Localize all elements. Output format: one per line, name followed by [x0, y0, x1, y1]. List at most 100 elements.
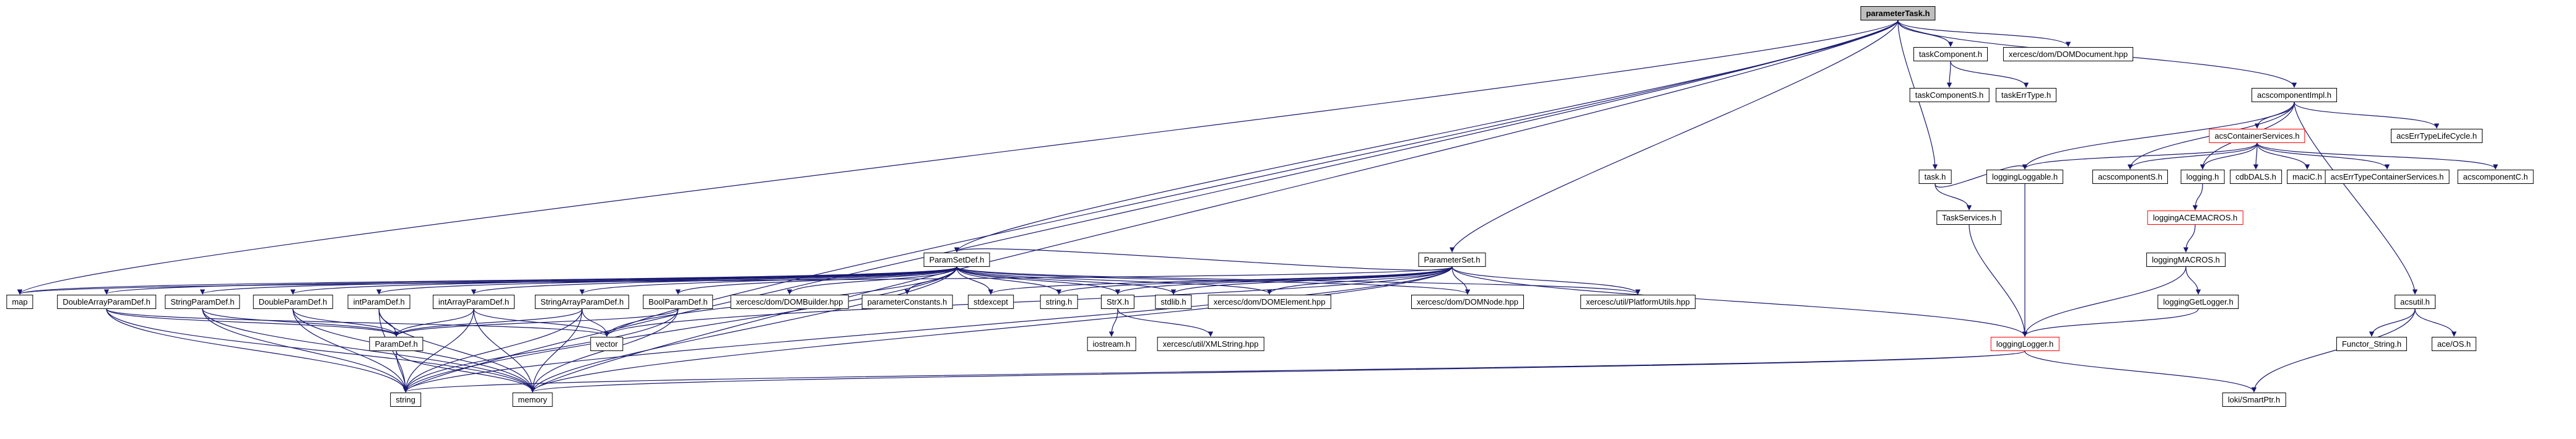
graph-node-intarrayparamdef-h[interactable]: intArrayParamDef.h [432, 295, 515, 309]
include-edge-parameterset-h-to-string [403, 266, 1453, 393]
graph-node-logginggetlogger-h[interactable]: loggingGetLogger.h [2157, 295, 2239, 309]
graph-node-loggingmacros-h[interactable]: loggingMACROS.h [2146, 253, 2226, 267]
graph-node-string[interactable]: string [390, 393, 421, 407]
graph-node-acscomponentc-h[interactable]: acscomponentC.h [2457, 170, 2534, 184]
graph-node-taskcomponents-h[interactable]: taskComponentS.h [1909, 88, 1990, 102]
include-edge-paramsetdef-h-to-xercesc-dom-dombuilder-hpp [786, 266, 957, 295]
graph-node-xercesc-util-platformutils-hpp[interactable]: xercesc/util/PlatformUtils.hpp [1580, 295, 1695, 309]
include-edge-acscomponentimpl-h-to-acsutil-h [2294, 102, 2418, 295]
graph-node-acscomponentimpl-h[interactable]: acscomponentImpl.h [2252, 88, 2337, 102]
include-edge-paramdef-h-to-memory [396, 350, 536, 393]
graph-node-task-h[interactable]: task.h [1918, 170, 1952, 184]
graph-node-acsutil-h[interactable]: acsutil.h [2395, 295, 2435, 309]
include-edge-stringparamdef-h-to-memory [202, 308, 536, 393]
graph-node-logging-h[interactable]: logging.h [2180, 170, 2225, 184]
include-edge-paramsetdef-h-to-stringparamdef-h [200, 266, 957, 295]
include-edge-boolparamdef-h-to-paramdef-h [393, 308, 679, 337]
graph-node-ace-os-h[interactable]: ace/OS.h [2431, 337, 2477, 351]
include-edge-stringarrayparamdef-h-to-vector [581, 308, 610, 337]
include-edge-taskcomponent-h-to-taskerrtype-h [1950, 61, 2029, 88]
include-edge-doublearrayparamdef-h-to-paramdef-h [106, 308, 399, 337]
graph-node-intparamdef-h[interactable]: intParamDef.h [347, 295, 411, 309]
include-edge-parameterset-h-to-memory [529, 266, 1453, 393]
include-edge-paramsetdef-h-to-stdexcept [956, 266, 994, 295]
include-edge-acscontainerservices-h-to-acserrtypecontainerservices-h [2256, 142, 2390, 170]
include-edge-task-h-to-taskservices-h [1934, 183, 1972, 211]
include-edge-acscomponentimpl-h-to-acserrtypelifecycle-h [2294, 102, 2440, 129]
include-edge-logginglogger-h-to-loki-smartptr-h [2024, 350, 2257, 393]
graph-node-xercesc-dom-domnode-hpp[interactable]: xercesc/dom/DOMNode.hpp [1411, 295, 1525, 309]
include-edge-acscontainerservices-h-to-logging-h [2200, 142, 2258, 170]
graph-node-doubleparamdef-h[interactable]: DoubleParamDef.h [253, 295, 333, 309]
include-edge-loggingacemacros-h-to-loggingmacros-h [2183, 224, 2196, 253]
include-edge-doubleparamdef-h-to-string [292, 308, 409, 393]
graph-node-loggingloggable-h[interactable]: loggingLoggable.h [1986, 170, 2064, 184]
include-edge-acsutil-h-to-ace-os-h [2414, 308, 2457, 337]
include-edge-intarrayparamdef-h-to-paramdef-h [393, 308, 474, 337]
include-edge-acsutil-h-to-functor-string-h [2369, 308, 2416, 337]
include-edge-intarrayparamdef-h-to-string [402, 308, 474, 393]
graph-node-acscomponents-h[interactable]: acscomponentS.h [2092, 170, 2169, 184]
include-edge-strx-h-to-iostream-h [1108, 308, 1118, 337]
graph-node-functor-string-h[interactable]: Functor_String.h [2336, 337, 2408, 351]
include-edge-logginglogger-h-to-string [403, 350, 2026, 393]
graph-node-iostream-h[interactable]: iostream.h [1087, 337, 1136, 351]
graph-node-string-h[interactable]: string.h [1040, 295, 1078, 309]
include-edge-taskservices-h-to-logginglogger-h [1969, 224, 2028, 337]
graph-node-taskerrtype-h[interactable]: taskErrType.h [1995, 88, 2057, 102]
include-edge-paramsetdef-h-to-xercesc-dom-domelement-hpp [956, 266, 1273, 295]
include-edge-task-h-to-loggingloggable-h [1934, 164, 2028, 188]
include-edge-parameterset-h-to-xercesc-util-platformutils-hpp [1451, 266, 1641, 295]
include-edge-acscontainerservices-h-to-acscomponents-h [2127, 142, 2258, 170]
graph-node-stringarrayparamdef-h[interactable]: StringArrayParamDef.h [534, 295, 630, 309]
graph-node-loggingacemacros-h[interactable]: loggingACEMACROS.h [2147, 211, 2243, 225]
include-edge-stringarrayparamdef-h-to-string [402, 308, 583, 393]
graph-node-parameterconstants-h[interactable]: parameterConstants.h [861, 295, 953, 309]
include-edge-paramsetdef-h-to-strx-h [956, 266, 1121, 295]
include-edge-paramsetdef-h-to-string-h [956, 266, 1062, 295]
graph-node-xercesc-dom-domdocument-hpp[interactable]: xercesc/dom/DOMDocument.hpp [2003, 47, 2134, 61]
graph-node-xercesc-dom-dombuilder-hpp[interactable]: xercesc/dom/DOMBuilder.hpp [730, 295, 849, 309]
include-edge-parametertask-h-to-string [403, 20, 1899, 393]
graph-node-taskcomponent-h[interactable]: taskComponent.h [1913, 47, 1988, 61]
include-edge-doublearrayparamdef-h-to-string [106, 308, 409, 393]
graph-node-stringparamdef-h[interactable]: StringParamDef.h [165, 295, 240, 309]
graph-node-stdexcept[interactable]: stdexcept [968, 295, 1014, 309]
graph-node-acserrtypecontainerservices-h[interactable]: acsErrTypeContainerServices.h [2325, 170, 2450, 184]
include-edge-paramsetdef-h-to-memory [529, 266, 957, 393]
include-edge-logging-h-to-loggingacemacros-h [2192, 183, 2203, 211]
include-edge-logginggetlogger-h-to-logginglogger-h [2022, 308, 2199, 337]
graph-node-taskservices-h[interactable]: TaskServices.h [1936, 211, 2002, 225]
graph-node-stdlib-h[interactable]: stdlib.h [1155, 295, 1192, 309]
include-edge-acsutil-h-to-loki-smartptr-h [2251, 308, 2416, 393]
graph-node-strx-h[interactable]: StrX.h [1100, 295, 1135, 309]
include-edge-paramsetdef-h-to-xercesc-util-platformutils-hpp [956, 266, 1640, 295]
include-edge-parametertask-h-to-map [17, 20, 1899, 295]
graph-node-map[interactable]: map [6, 295, 33, 309]
graph-node-boolparamdef-h[interactable]: BoolParamDef.h [643, 295, 713, 309]
include-edge-parameterset-h-to-paramsetdef-h [954, 247, 1453, 271]
graph-node-acscontainerservices-h[interactable]: acsContainerServices.h [2209, 129, 2305, 143]
graph-node-cdbdals-h[interactable]: cdbDALS.h [2230, 170, 2282, 184]
graph-node-macic-h[interactable]: maciC.h [2287, 170, 2328, 184]
graph-node-xercesc-util-xmlstring-hpp[interactable]: xercesc/util/XMLString.hpp [1157, 337, 1264, 351]
graph-node-parameterset-h[interactable]: ParameterSet.h [1418, 253, 1486, 267]
include-edge-parametertask-h-to-xercesc-dom-domdocument-hpp [1897, 20, 2071, 47]
include-edge-strx-h-to-xercesc-util-xmlstring-hpp [1117, 308, 1214, 337]
include-edge-doublearrayparamdef-h-to-vector [106, 308, 609, 337]
graph-node-loki-smartptr-h[interactable]: loki/SmartPtr.h [2222, 393, 2286, 407]
graph-node-xercesc-dom-domelement-hpp[interactable]: xercesc/dom/DOMElement.hpp [1208, 295, 1331, 309]
graph-node-paramsetdef-h[interactable]: ParamSetDef.h [923, 253, 990, 267]
graph-node-doublearrayparamdef-h[interactable]: DoubleArrayParamDef.h [57, 295, 156, 309]
include-edge-intparamdef-h-to-memory [378, 308, 536, 393]
include-edge-stringparamdef-h-to-paramdef-h [202, 308, 399, 337]
graph-node-parametertask-h: parameterTask.h [1860, 6, 1936, 20]
graph-node-logginglogger-h[interactable]: loggingLogger.h [1990, 337, 2060, 351]
include-edge-paramdef-h-to-string [396, 350, 409, 393]
graph-node-acserrtypelifecycle-h[interactable]: acsErrTypeLifeCycle.h [2390, 129, 2483, 143]
graph-node-memory[interactable]: memory [512, 393, 553, 407]
graph-node-paramdef-h[interactable]: ParamDef.h [369, 337, 424, 351]
graph-node-vector[interactable]: vector [590, 337, 624, 351]
